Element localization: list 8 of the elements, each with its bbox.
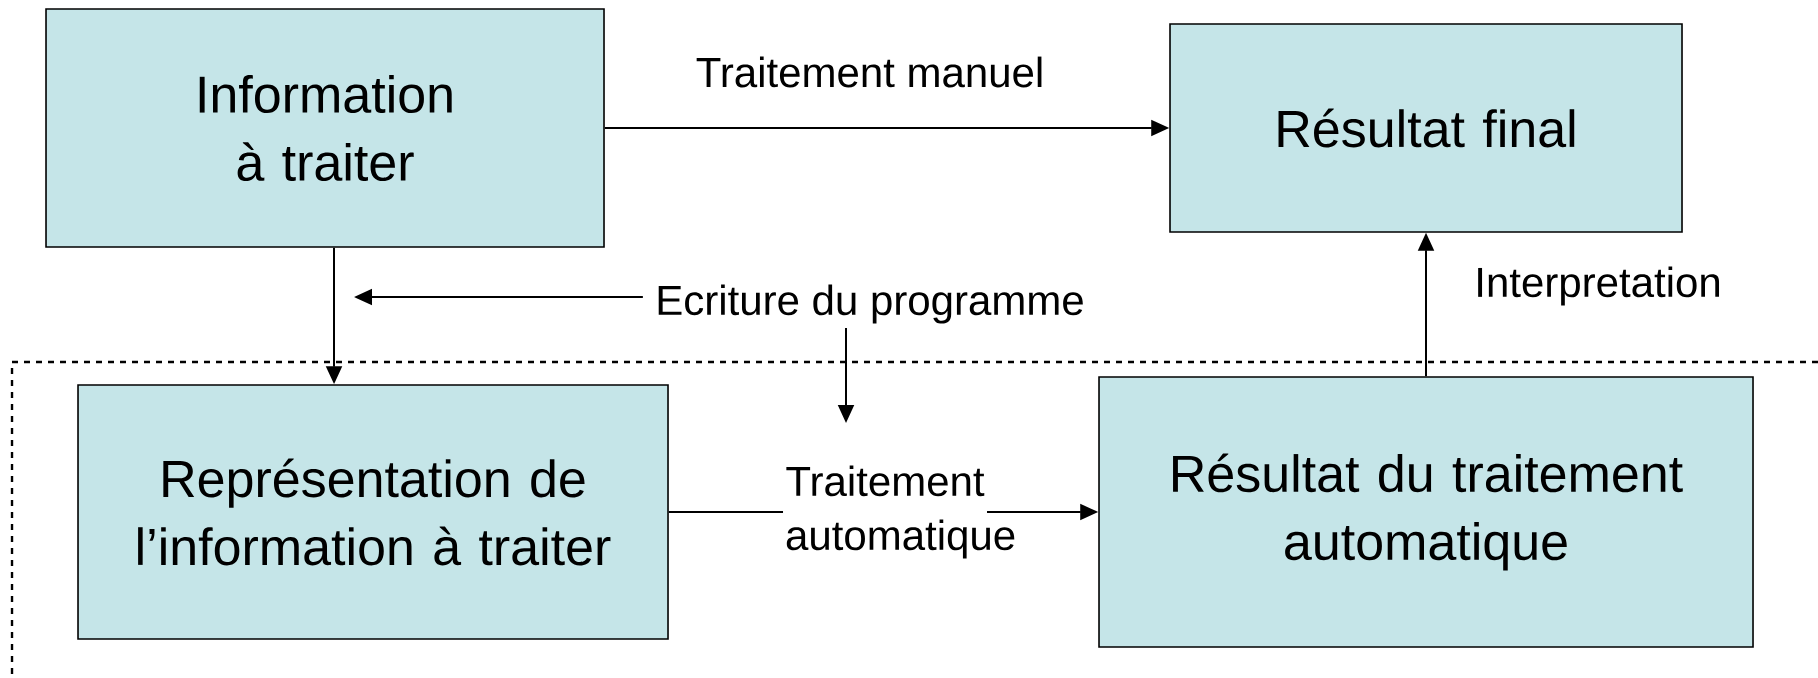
process-box: Représentation de l’information à traiter	[77, 384, 669, 640]
edge-label: Traitement automatique	[783, 463, 1015, 561]
annotation-text: Ecriture du programme	[658, 284, 1083, 324]
process-box: Information à traiter	[45, 8, 605, 248]
edge-label: Traitement manuel	[693, 54, 1047, 90]
process-box: Résultat du traitement automatique	[1098, 376, 1754, 648]
process-box: Résultat final	[1169, 23, 1683, 233]
edge-label: Interpretation	[1472, 264, 1724, 308]
